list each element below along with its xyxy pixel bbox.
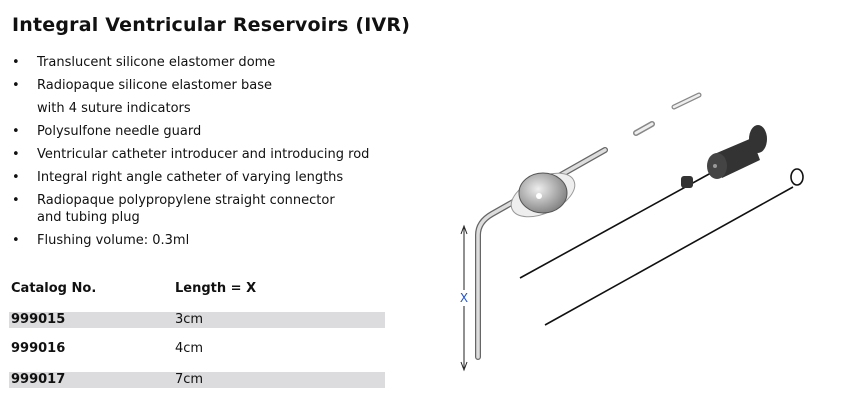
page-title: Integral Ventricular Reservoirs (IVR) xyxy=(12,14,411,36)
catheter-tube xyxy=(475,147,608,360)
needle-guard xyxy=(681,176,693,188)
column-header-length: Length = X xyxy=(175,281,257,296)
reservoir-dome xyxy=(518,172,568,214)
introducing-rod xyxy=(544,186,794,326)
dimension-label: X xyxy=(460,291,468,305)
column-header-catalog: Catalog No. xyxy=(11,281,97,296)
rod-loop xyxy=(790,168,804,186)
dimension-arrow xyxy=(460,224,468,372)
introducer-handle xyxy=(707,125,767,179)
